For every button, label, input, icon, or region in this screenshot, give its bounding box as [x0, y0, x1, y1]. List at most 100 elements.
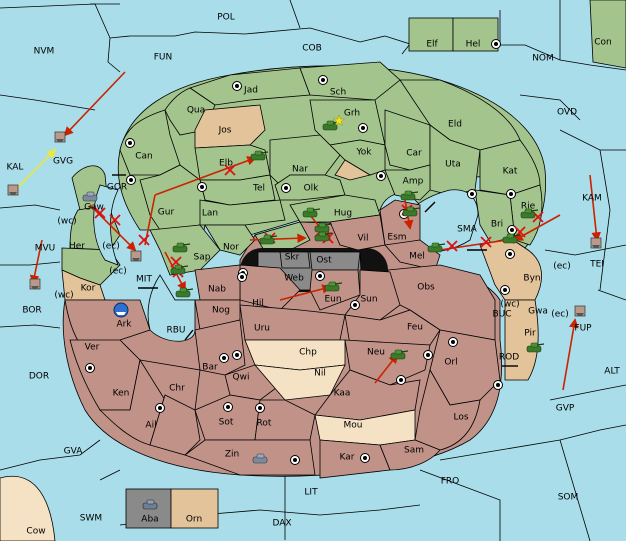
crossing-marker — [184, 329, 194, 341]
fleet-unit-icon[interactable] — [590, 237, 602, 249]
region-bar[interactable] — [194, 319, 246, 376]
region-rot[interactable] — [254, 399, 316, 441]
army-unit-icon[interactable] — [526, 342, 545, 353]
region-uru[interactable] — [239, 304, 346, 341]
region-con[interactable] — [589, 0, 626, 69]
region-amp[interactable] — [384, 164, 431, 201]
label-sch: Sch — [330, 88, 346, 98]
region-elf[interactable] — [408, 17, 454, 52]
army-unit-icon[interactable] — [252, 453, 268, 464]
supply-center-icon — [423, 350, 433, 360]
order-arrow — [63, 71, 126, 137]
region-vil[interactable] — [329, 214, 386, 251]
army-unit-icon[interactable] — [390, 349, 409, 360]
region-yok-tan[interactable] — [334, 159, 372, 181]
region-nab[interactable] — [194, 264, 241, 301]
label-ovd: OVD — [557, 108, 577, 118]
label-los: Los — [453, 413, 468, 423]
region-hel[interactable] — [452, 17, 499, 52]
region-zin[interactable] — [184, 439, 316, 476]
label-fun: FUN — [154, 53, 173, 63]
fleet-unit-icon[interactable] — [29, 278, 41, 290]
army-unit-icon[interactable] — [400, 190, 419, 201]
region-sam[interactable] — [379, 439, 441, 471]
label-orl: Orl — [444, 358, 457, 368]
region-mel[interactable] — [384, 239, 441, 271]
label-wc-gwa: (wc) — [500, 300, 519, 310]
fleet-unit-icon[interactable] — [574, 305, 586, 317]
label-uru: Uru — [254, 324, 270, 334]
fleet-unit-icon[interactable] — [54, 131, 66, 143]
fleet-unit-icon[interactable] — [130, 250, 142, 262]
army-unit-icon[interactable] — [427, 242, 446, 253]
supply-center-icon — [500, 285, 510, 295]
supply-center-icon — [85, 363, 95, 373]
region-nor[interactable] — [204, 224, 256, 256]
label-kam: KAM — [582, 194, 602, 204]
label-yok: Yok — [355, 148, 372, 158]
label-uta: Uta — [445, 160, 461, 170]
army-unit-icon[interactable] — [250, 150, 269, 161]
region-nil[interactable] — [254, 364, 346, 401]
army-unit-icon[interactable] — [502, 233, 521, 244]
sea-mit[interactable] — [93, 184, 119, 266]
label-gwa: Gwa — [528, 307, 548, 317]
label-jos: Jos — [218, 126, 232, 136]
label-chr: Chr — [169, 384, 185, 394]
label-elf: Elf — [426, 40, 438, 50]
army-unit-icon[interactable] — [324, 281, 343, 292]
label-tel: Tel — [252, 184, 265, 194]
region-qwi[interactable] — [224, 364, 281, 401]
supply-center-icon — [467, 189, 477, 199]
label-nvm: NVM — [34, 47, 55, 57]
units — [7, 114, 602, 510]
supply-center-icon — [493, 380, 503, 390]
label-kar: Kar — [340, 453, 355, 463]
label-hug: Hug — [334, 209, 352, 219]
army-unit-icon[interactable] — [142, 499, 158, 510]
label-ver: Ver — [85, 343, 100, 353]
region-gur[interactable] — [139, 164, 206, 231]
supply-center-icon — [358, 123, 368, 133]
army-unit-icon[interactable] — [322, 120, 341, 131]
supply-center-icon — [315, 271, 325, 281]
label-olk: Olk — [304, 184, 320, 194]
army-unit-icon[interactable] — [520, 208, 539, 219]
army-unit-icon[interactable] — [314, 222, 333, 233]
region-kor[interactable] — [61, 269, 106, 301]
army-unit-icon[interactable] — [170, 264, 189, 275]
label-sun: Sun — [360, 295, 377, 305]
label-fro: FRO — [441, 477, 460, 487]
label-nor: Nor — [223, 243, 239, 253]
order-arrow — [374, 353, 399, 384]
failed-order-cross — [94, 207, 106, 219]
fleet-unit-icon[interactable] — [113, 302, 129, 318]
label-skr: Skr — [285, 253, 300, 263]
army-unit-icon[interactable] — [172, 242, 191, 253]
supply-center-icon — [491, 39, 501, 49]
label-qua: Qua — [187, 106, 205, 116]
label-ec-mit: (ec) — [109, 267, 127, 277]
supply-center-icon — [396, 375, 406, 385]
army-unit-icon[interactable] — [82, 191, 98, 202]
region-sch[interactable] — [299, 61, 401, 101]
label-elb: Elb — [219, 159, 233, 169]
region-olk[interactable] — [274, 174, 346, 201]
fleet-unit-icon[interactable] — [7, 184, 19, 196]
label-web: Web — [284, 274, 304, 284]
region-neu[interactable] — [344, 339, 431, 386]
order-arrow — [154, 156, 257, 196]
region-skr[interactable] — [279, 251, 311, 269]
army-unit-icon[interactable] — [302, 207, 321, 218]
army-unit-icon[interactable] — [175, 287, 194, 298]
label-gor: GOR — [107, 183, 127, 193]
label-kaa: Kaa — [334, 389, 351, 399]
label-bri: Bri — [491, 220, 503, 230]
label-orn: Orn — [186, 515, 202, 525]
label-gur: Gur — [158, 208, 175, 218]
army-unit-icon[interactable] — [259, 234, 278, 245]
supply-center-icon — [232, 81, 242, 91]
label-ark: Ark — [116, 320, 132, 330]
army-unit-icon[interactable] — [402, 206, 421, 217]
region-orn[interactable] — [170, 488, 219, 529]
